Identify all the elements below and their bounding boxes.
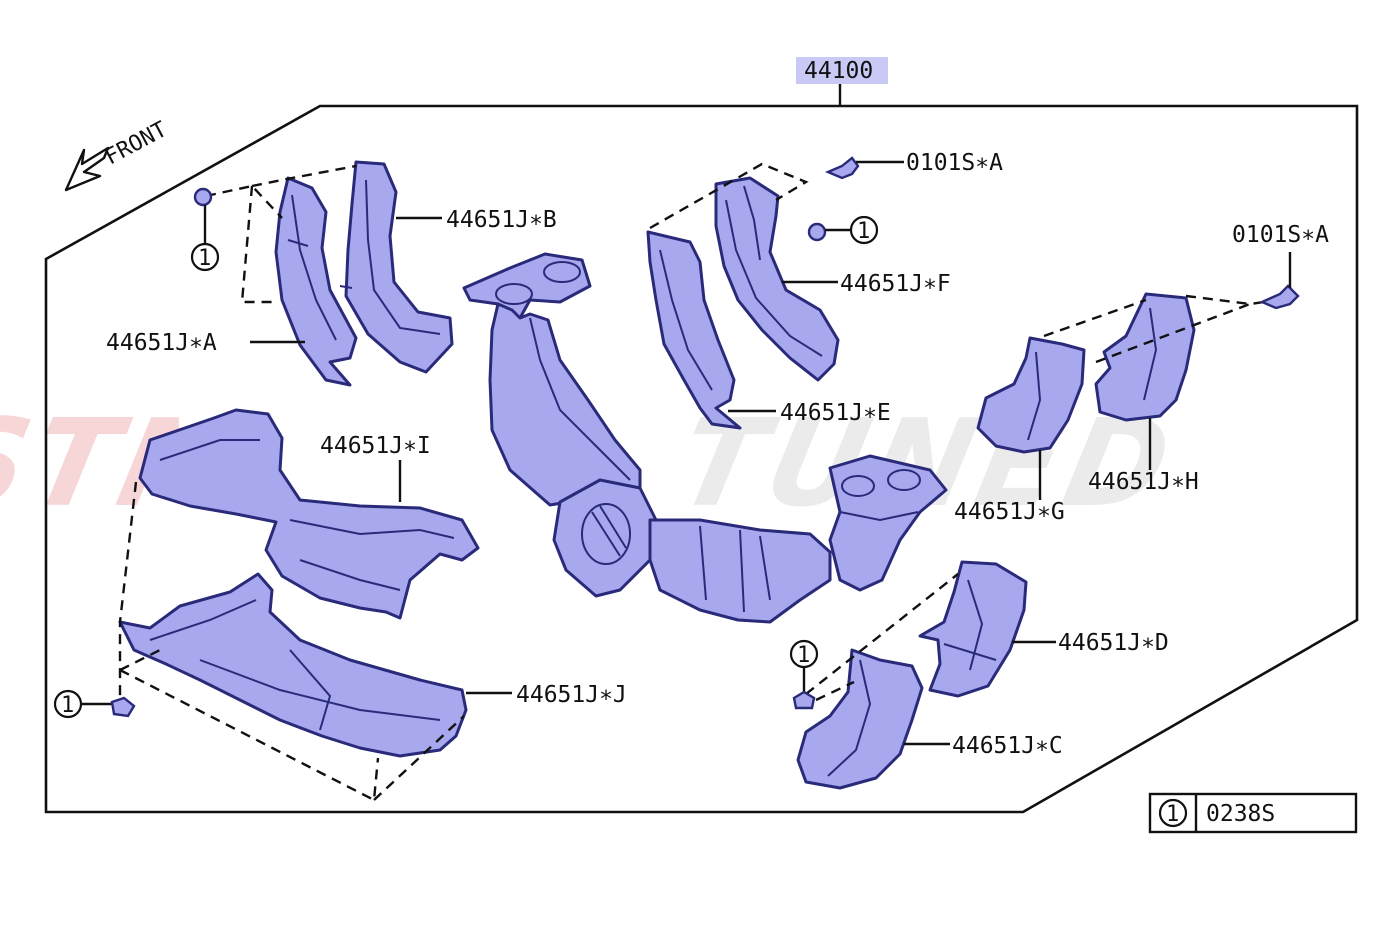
assembly-frame: [44, 104, 1359, 814]
fastener-marker-ab: 1: [198, 246, 211, 271]
watermark-brand-right: TUNED: [667, 393, 1188, 533]
heat-shield-b[interactable]: [339, 160, 454, 374]
dash-group-ab: [205, 164, 357, 304]
heat-shield-i[interactable]: [138, 408, 480, 620]
front-arrow: FRONT: [64, 117, 171, 192]
front-arrow-icon: [64, 146, 110, 192]
callout-g[interactable]: 44651J∗G: [954, 499, 1065, 525]
dash-group-ij: [118, 481, 465, 802]
callout-c[interactable]: 44651J∗C: [952, 733, 1063, 759]
fastener-marker-j: 1: [61, 693, 74, 718]
legend-part-number[interactable]: 0238S: [1206, 801, 1275, 827]
heat-shield-g[interactable]: [976, 336, 1086, 454]
callout-a[interactable]: 44651J∗A: [106, 330, 217, 356]
callout-e[interactable]: 44651J∗E: [780, 400, 891, 426]
heat-shield-j[interactable]: [118, 572, 468, 758]
callout-b[interactable]: 44651J∗B: [446, 207, 557, 233]
callout-f[interactable]: 44651J∗F: [840, 271, 951, 297]
callout-j[interactable]: 44651J∗J: [516, 682, 627, 708]
legend-marker: 1: [1166, 802, 1179, 827]
callout-bolt-top[interactable]: 0101S∗A: [906, 150, 1003, 176]
clip-nut-j: 1: [53, 689, 136, 719]
callout-h[interactable]: 44651J∗H: [1088, 469, 1199, 495]
heat-shield-a[interactable]: [274, 176, 358, 387]
callout-bolt-right[interactable]: 0101S∗A: [1232, 222, 1329, 248]
assembly-number[interactable]: 44100: [804, 58, 873, 84]
dash-group-cd: [805, 573, 959, 702]
clip-nut-f: 1: [807, 215, 879, 245]
bolt-right: [1259, 252, 1300, 310]
bolt-top: [824, 156, 904, 180]
clip-nut-c: 1: [789, 639, 819, 710]
clip-nut-ab: 1: [190, 187, 220, 272]
callout-i[interactable]: 44651J∗I: [320, 433, 431, 459]
exhaust-manifold[interactable]: [462, 252, 948, 624]
fastener-marker-f: 1: [857, 219, 870, 244]
assembly-number-highlight: [796, 57, 888, 84]
heat-shield-e[interactable]: [646, 230, 742, 430]
front-label: FRONT: [101, 117, 171, 170]
dash-group-ef: [649, 162, 809, 230]
heat-shield-d[interactable]: [918, 560, 1028, 698]
fastener-legend: 1 0238S: [1148, 792, 1358, 834]
callout-d[interactable]: 44651J∗D: [1058, 630, 1169, 656]
fastener-marker-c: 1: [797, 643, 810, 668]
heat-shield-h[interactable]: [1094, 292, 1196, 422]
heat-shield-c[interactable]: [796, 648, 924, 790]
heat-shield-f[interactable]: [714, 176, 840, 382]
dash-group-gh: [1043, 294, 1279, 364]
